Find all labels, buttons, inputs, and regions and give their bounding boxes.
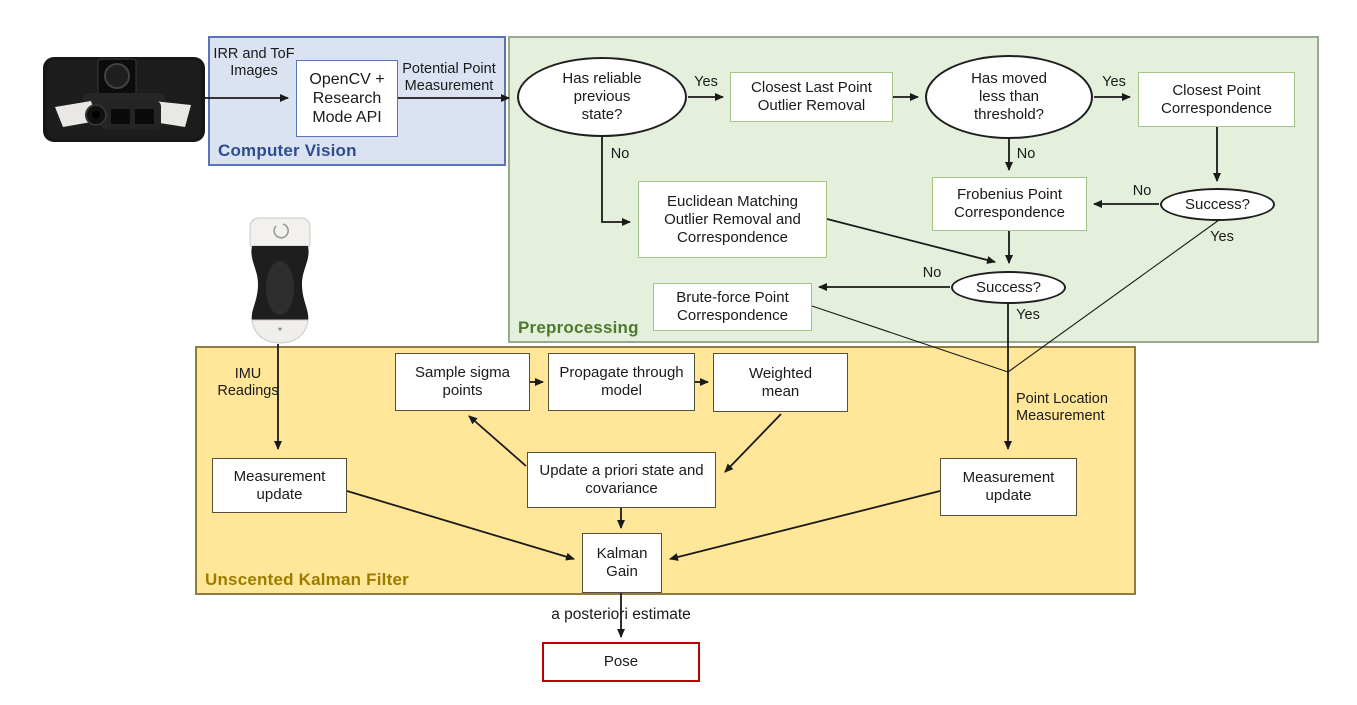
edge-label-potential-point-measurement: Potential Point Measurement — [402, 61, 496, 95]
edge-label-no-1: No — [610, 146, 630, 162]
node-closest-last-point-outlier-removal: Closest Last Point Outlier Removal — [730, 72, 893, 122]
region-computer-vision-label: Computer Vision — [218, 141, 357, 160]
node-measurement-update-imu: Measurement update — [212, 458, 347, 513]
node-pose-output: Pose — [542, 642, 700, 682]
node-update-a-priori-state: Update a priori state and covariance — [527, 452, 716, 508]
edge-label-yes-4: Yes — [1016, 307, 1040, 323]
node-measurement-update-point: Measurement update — [940, 458, 1077, 516]
edge-label-point-location-measurement: Point Location Measurement — [1016, 391, 1108, 425]
node-sample-sigma-points: Sample sigma points — [395, 353, 530, 411]
decision-success-2: Success? — [951, 271, 1066, 304]
node-closest-point-correspondence: Closest Point Correspondence — [1138, 72, 1295, 127]
edge-label-no-4: No — [922, 265, 942, 281]
decision-has-moved-less-than-threshold: Has moved less than threshold? — [925, 55, 1093, 139]
node-opencv-research-mode: OpenCV + Research Mode API — [296, 60, 398, 137]
region-computer-vision: Computer Vision — [208, 36, 506, 166]
node-euclidean-matching-outlier-removal: Euclidean Matching Outlier Removal and C… — [638, 181, 827, 258]
edge-label-no-2: No — [1016, 146, 1036, 162]
node-frobenius-point-correspondence: Frobenius Point Correspondence — [932, 177, 1087, 231]
node-weighted-mean: Weighted mean — [713, 353, 848, 412]
edge-label-a-posteriori-estimate: a posteriori estimate — [551, 606, 691, 623]
ultrasound-probe-photo — [240, 212, 320, 345]
region-ukf-label: Unscented Kalman Filter — [205, 570, 409, 589]
region-preprocessing-label: Preprocessing — [518, 318, 639, 337]
decision-success-1: Success? — [1160, 188, 1275, 221]
node-kalman-gain: Kalman Gain — [582, 533, 662, 593]
hololens-sensor-photo — [43, 57, 205, 142]
edge-label-imu-readings: IMU Readings — [217, 366, 279, 400]
node-brute-force-point-correspondence: Brute-force Point Correspondence — [653, 283, 812, 331]
edge-label-yes-3: Yes — [1210, 229, 1234, 245]
edge-label-no-3: No — [1132, 183, 1152, 199]
node-propagate-through-model: Propagate through model — [548, 353, 695, 411]
edge-label-yes-2: Yes — [1102, 74, 1126, 90]
decision-has-reliable-previous-state: Has reliable previous state? — [517, 57, 687, 137]
edge-label-yes-1: Yes — [694, 74, 718, 90]
edge-label-irr-tof-images: IRR and ToF Images — [213, 46, 295, 80]
